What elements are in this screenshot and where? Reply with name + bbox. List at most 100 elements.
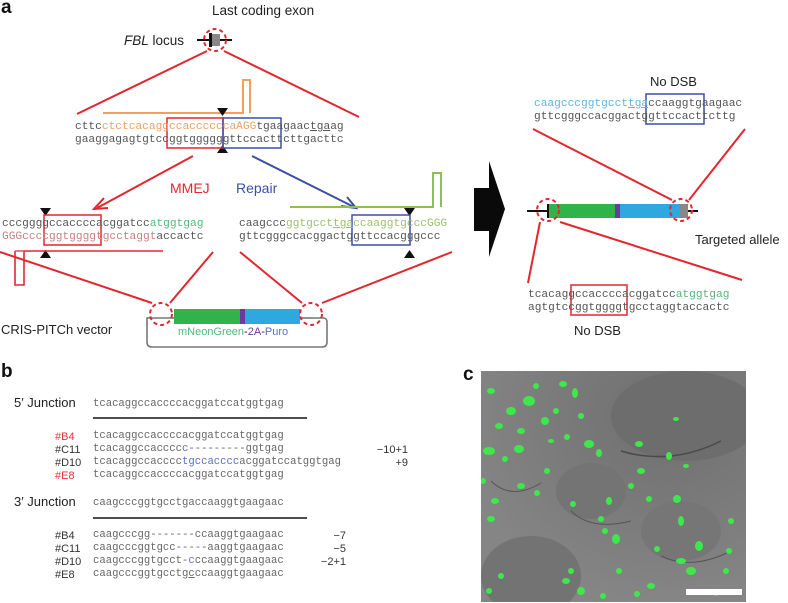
sequence-segment: caagcccggtgcc-----aaggtgaagaac: [93, 542, 284, 554]
repair-arrow: [251, 155, 355, 208]
sequence-segment: c: [188, 568, 195, 580]
sequence-segment: caagcccggtgcct-: [93, 555, 189, 567]
nucleolus-spot: [584, 440, 594, 448]
cut-site-marker: [404, 250, 415, 258]
sequence-segment: tga: [628, 98, 649, 110]
nucleolus-spot: [673, 417, 679, 421]
sequence-segment: tcacaggccaccccacggatccatggtgag: [93, 430, 284, 442]
zoom-line: [223, 50, 360, 118]
clone-sequence: tcacaggccaccccacggatccatggtgag: [93, 430, 284, 443]
sequence-segment: cccggggccaccccacggatcc: [2, 218, 150, 230]
2a-segment: [240, 309, 245, 324]
clone-id: #B4: [55, 530, 75, 542]
nucleolus-spot: [606, 497, 612, 505]
targeted-allele-label: Targeted allele: [695, 232, 780, 247]
repair-box: [351, 214, 411, 246]
scale-bar: [686, 589, 742, 595]
sequence-segment: cttc: [75, 121, 102, 133]
no-dsb-box: [645, 93, 705, 125]
indel-value: −5: [333, 543, 346, 555]
nucleolus-spot: [602, 528, 608, 534]
five-prime-junction-title: 5′ Junction: [14, 395, 76, 410]
sequence-segment: caagcccggtgcct: [534, 98, 628, 110]
locus-suffix: locus: [148, 33, 185, 48]
sequence-segment: ctctcacag: [101, 121, 163, 133]
nucleolus-spot: [596, 449, 602, 457]
clone-id: #C11: [55, 444, 81, 456]
nucleolus-spot: [676, 558, 686, 564]
cris-pitch-vector: [146, 302, 328, 348]
nucleolus-spot: [564, 434, 570, 440]
nucleolus-spot: [612, 534, 620, 544]
micrograph-render: [481, 371, 746, 602]
sgrna-orange: [103, 79, 251, 114]
nucleolus-spots: [481, 381, 734, 599]
indel-value: −10+1: [376, 444, 408, 456]
result-seq-bottom-top: tcacaggccaccccacggatccatggtgag: [528, 289, 729, 302]
cut-site-marker: [40, 250, 51, 258]
nucleolus-spot: [544, 468, 550, 474]
nucleolus-spot: [723, 568, 729, 574]
sequence-segment: caagcccgg-------ccaaggtgaagaac: [93, 529, 284, 541]
clone-id: #B4: [55, 431, 75, 443]
indel-value: −7: [333, 530, 346, 542]
nucleolus-spot: [686, 567, 696, 575]
repair-box: [222, 117, 282, 149]
sequence-segment: c: [182, 443, 189, 455]
clone-sequence: caagcccggtgcctgcccaaggtgaagaac: [93, 568, 284, 581]
sequence-segment: Puro: [264, 326, 289, 338]
panel-c-label: c: [463, 364, 474, 385]
cut-site-marker: [404, 208, 415, 216]
sequence-segment: tgccacccc: [182, 456, 240, 468]
sequence-segment: accactc: [156, 231, 204, 243]
mmej-box: [43, 214, 102, 246]
sequence-segment: tgaagaac: [256, 121, 311, 133]
sequence-segment: c: [188, 555, 195, 567]
nucleolus-spot: [523, 396, 535, 406]
fbl-locus-label: FBL locus: [124, 33, 184, 48]
three-prime-reference: caagcccggtgcctgaccaaggtgaagaac: [93, 497, 284, 509]
nucleolus-spot: [481, 478, 486, 484]
nucleolus-spot: [578, 413, 584, 419]
nucleolus-spot: [628, 483, 634, 489]
cassette-label: mNeonGreen-2A-Puro: [178, 326, 288, 338]
sequence-segment: caagccc: [239, 218, 286, 230]
cut-site-marker: [40, 208, 51, 216]
nucleolus-spot: [647, 583, 655, 589]
nucleolus-spot: [498, 573, 504, 579]
sequence-segment: gccacccc: [162, 121, 217, 133]
sequence-segment: -: [261, 326, 265, 338]
nucleolus-spot: [553, 408, 559, 414]
sequence-segment: tga: [310, 121, 331, 133]
five-prime-reference: tcacaggccaccccacggatccatggtgag: [93, 398, 284, 410]
big-right-arrow-icon: [474, 161, 505, 257]
sequence-segment: ---------ggtgag: [188, 443, 284, 455]
sequence-segment: acggatccatggtgag: [239, 456, 341, 468]
mmej-arrow: [96, 155, 194, 209]
nucleolus-spot: [637, 468, 645, 474]
cut-site-marker: [217, 145, 228, 153]
puro-segment: [245, 309, 300, 324]
clone-id: #D10: [55, 457, 82, 469]
right-donor-seq-top: caagcccggtgccttgaccaaggtgcccGGG: [239, 218, 447, 231]
nucleolus-spot: [562, 578, 570, 584]
sequence-segment: GGGccccggtggggtgcctaggt: [2, 231, 157, 243]
clone-id: #E8: [55, 470, 75, 482]
indel-value: −2+1: [320, 556, 346, 568]
nucleolus-spot: [616, 568, 622, 574]
nucleolus-spot: [577, 587, 585, 595]
nucleolus-spot: [635, 441, 643, 447]
targeted-allele-graphic: [527, 198, 698, 222]
left-donor-seq-bottom: GGGccccggtggggtgcctaggtaccactc: [2, 231, 203, 244]
no-dsb-box: [570, 284, 628, 316]
sequence-segment: ccaaggtgaagaac: [194, 555, 284, 567]
three-prime-junction-title: 3′ Junction: [14, 494, 76, 509]
cut-site-marker: [217, 108, 228, 116]
sequence-segment: 2A: [247, 326, 262, 338]
clone-sequence: caagcccgg-------ccaaggtgaagaac: [93, 529, 284, 542]
panel-b-label: b: [1, 361, 13, 382]
nucleolus-spot: [666, 452, 672, 460]
nucleolus-spot: [683, 464, 689, 468]
genomic-seq-bottom: gaaggagagtgtccggtggggggttccacttcttgacttc: [75, 134, 344, 146]
nucleolus-spot: [646, 496, 652, 502]
